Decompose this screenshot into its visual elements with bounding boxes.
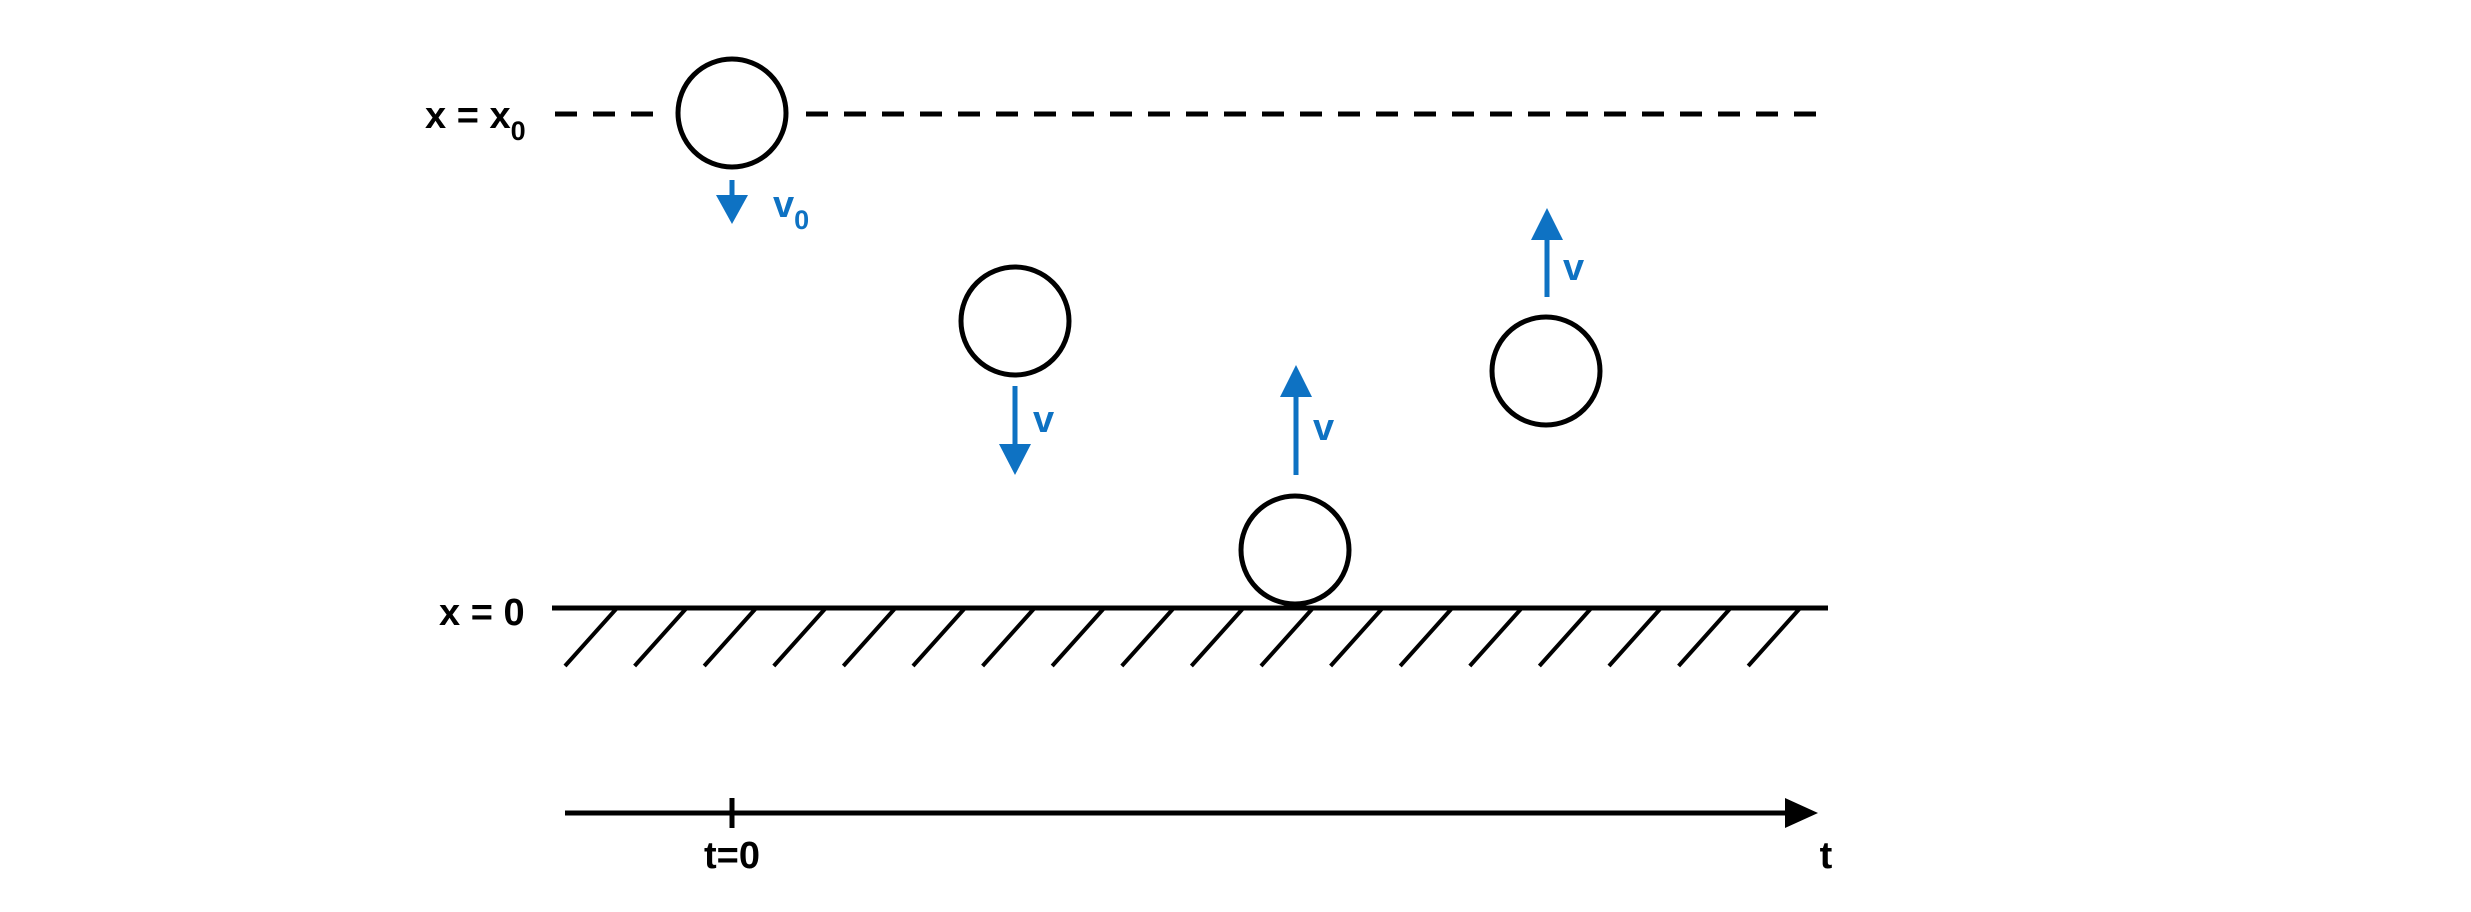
initial-height-subscript: 0 — [511, 116, 526, 146]
ball-falling — [958, 264, 1072, 378]
initial-velocity-label: v0 — [773, 184, 809, 235]
hatch-line — [702, 606, 758, 668]
hatch-line — [1746, 606, 1802, 668]
hatch-line — [1050, 606, 1106, 668]
velocity-arrow-falling — [999, 386, 1031, 475]
hatch-line — [633, 606, 689, 668]
velocity-label-falling: v — [1033, 399, 1054, 441]
initial-height-label: x = x0 — [425, 95, 526, 146]
ball-bouncing — [1238, 493, 1352, 607]
hatch-line — [911, 606, 967, 668]
hatch-line — [1259, 606, 1315, 668]
hatch-line — [1537, 606, 1593, 668]
hatch-line — [1607, 606, 1663, 668]
velocity-arrow-initial — [716, 180, 748, 224]
velocity-label-rising: v — [1563, 247, 1584, 289]
hatch-line — [1189, 606, 1245, 668]
velocity-label-bouncing: v — [1313, 407, 1334, 449]
ball-rising — [1489, 314, 1603, 428]
hatch-line — [1398, 606, 1454, 668]
initial-velocity-subscript: 0 — [794, 205, 809, 235]
time-zero-label: t=0 — [704, 835, 760, 877]
velocity-arrow-bouncing — [1280, 365, 1312, 475]
hatch-line — [1120, 606, 1176, 668]
hatch-line — [1677, 606, 1733, 668]
ball-initial — [675, 56, 789, 170]
hatch-line — [1329, 606, 1385, 668]
velocity-arrow-rising — [1531, 208, 1563, 297]
hatch-line — [772, 606, 828, 668]
time-axis-arrowhead — [1785, 798, 1818, 828]
hatch-line — [981, 606, 1037, 668]
hatch-line — [563, 606, 619, 668]
time-axis-label: t — [1820, 835, 1833, 877]
ground-hatching — [563, 606, 1802, 668]
hatch-line — [1468, 606, 1524, 668]
ground-label: x = 0 — [439, 592, 525, 634]
hatch-line — [841, 606, 897, 668]
